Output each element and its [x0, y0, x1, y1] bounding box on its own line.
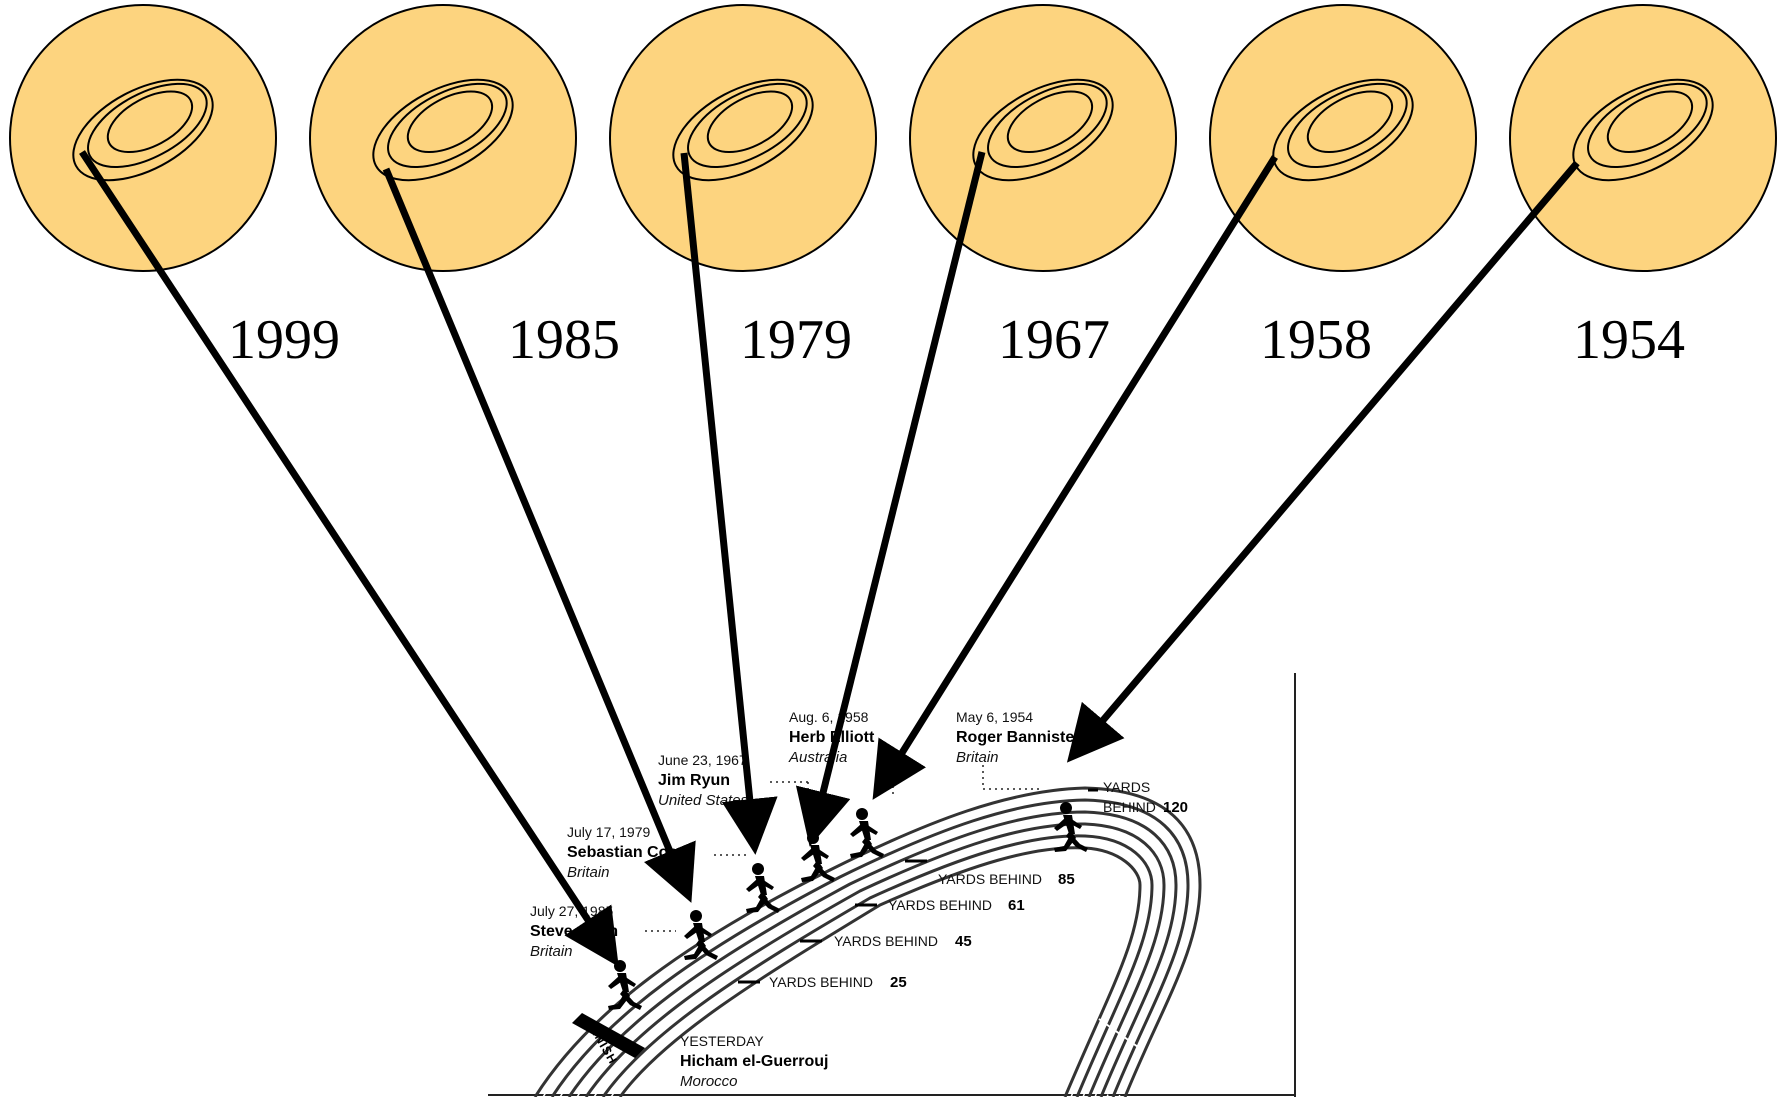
- label-ryun: June 23, 1967 Jim Ryun United States YAR…: [658, 752, 1025, 914]
- runner-country: Britain: [567, 864, 610, 881]
- year-label-1958: 1958: [1260, 309, 1372, 371]
- orbit-circle-1958: [1209, 4, 1477, 272]
- runner-bannister: [1054, 802, 1088, 852]
- runner-ryun: [801, 832, 835, 882]
- runner-name: Herb Elliott: [789, 729, 875, 746]
- orbit-circles: [9, 4, 1777, 272]
- label-guerrouj: YESTERDAY Hicham el-Guerrouj Morocco: [680, 1033, 828, 1090]
- runner-name: Roger Bannister: [956, 729, 1080, 746]
- arrow-1967: [795, 151, 986, 847]
- yards-label: YARDS BEHIND: [938, 871, 1042, 887]
- yards-value: 85: [1058, 871, 1075, 888]
- label-bannister: May 6, 1954 Roger Bannister Britain YARD…: [956, 709, 1188, 816]
- yards-value: 120: [1163, 799, 1188, 816]
- yards-label: YARDS BEHIND: [888, 897, 992, 913]
- yards-ticks: [738, 788, 1098, 984]
- year-label-1954: 1954: [1573, 309, 1685, 371]
- runner-name: Sebastian Coe: [567, 844, 677, 861]
- connector-arrows: [79, 150, 1580, 967]
- arrow-1958: [872, 155, 1278, 800]
- runner-country: Australia: [788, 749, 847, 766]
- race-track: FINISH: [488, 673, 1296, 1097]
- arrow-1954: [1066, 160, 1580, 763]
- lane-dividers: [542, 793, 1195, 1097]
- runner-country: Britain: [530, 943, 573, 960]
- runner-date: June 23, 1967: [658, 752, 747, 768]
- year-labels: 1999 1985 1979 1967 1958 1954: [228, 309, 1685, 371]
- yards-value: 45: [955, 933, 972, 950]
- yards-value: 61: [1008, 897, 1025, 914]
- runner-date: May 6, 1954: [956, 709, 1033, 725]
- orbit-circle-1954: [1509, 4, 1777, 272]
- track-lanes: [533, 786, 1202, 1097]
- runner-country: Morocco: [680, 1073, 738, 1090]
- track-mark: [1098, 1018, 1139, 1048]
- yards-value: 25: [890, 974, 907, 991]
- year-label-1979: 1979: [740, 309, 852, 371]
- orbit-circle-1967: [909, 4, 1177, 272]
- arrow-1985: [382, 167, 696, 903]
- label-elliott: Aug. 6, 1958 Herb Elliott Australia YARD…: [788, 709, 1075, 888]
- arrow-1999: [79, 150, 619, 967]
- arrow-1979: [680, 152, 778, 855]
- year-label-1985: 1985: [508, 309, 620, 371]
- year-label-1999: 1999: [228, 309, 340, 371]
- runner-date: July 27, 1985: [530, 903, 613, 919]
- orbit-circle-1999: [9, 4, 277, 272]
- runner-date: July 17, 1979: [567, 824, 650, 840]
- orbit-circle-1985: [309, 4, 577, 272]
- runner-name: Jim Ryun: [658, 772, 730, 789]
- runner-elliott: [850, 808, 884, 858]
- yards-label: YARDS: [1103, 779, 1150, 795]
- orbit-circle-1979: [609, 4, 877, 272]
- runner-name: Steve Cram: [530, 923, 618, 940]
- runner-labels: May 6, 1954 Roger Bannister Britain YARD…: [530, 709, 1188, 1090]
- runner-country: United States: [658, 792, 749, 809]
- runner-country: Britain: [956, 749, 999, 766]
- runner-date: YESTERDAY: [680, 1033, 764, 1049]
- yards-label: BEHIND: [1103, 799, 1156, 815]
- runner-guerrouj: [608, 960, 642, 1010]
- yards-label: YARDS BEHIND: [769, 974, 873, 990]
- yards-label: YARDS BEHIND: [834, 933, 938, 949]
- year-label-1967: 1967: [998, 309, 1110, 371]
- runner-date: Aug. 6, 1958: [789, 709, 869, 725]
- runner-name: Hicham el-Guerrouj: [680, 1053, 828, 1070]
